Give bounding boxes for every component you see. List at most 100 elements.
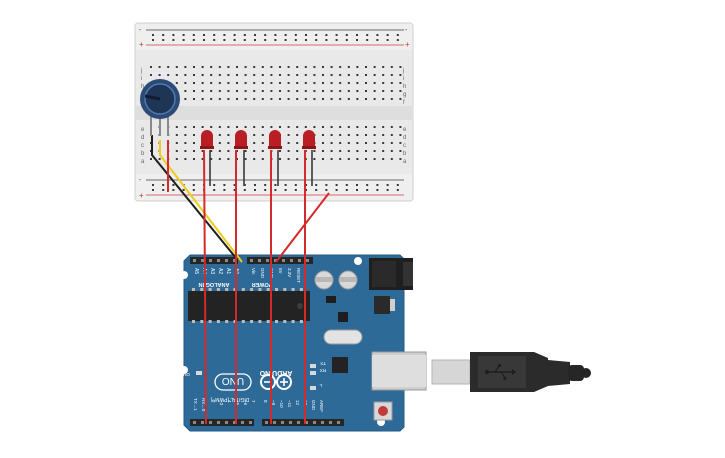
rail-hole bbox=[274, 34, 277, 36]
bottom-power-rail[interactable] bbox=[136, 174, 412, 200]
breadboard-hole bbox=[253, 158, 256, 160]
potentiometer[interactable] bbox=[140, 79, 180, 136]
breadboard-hole bbox=[347, 134, 350, 136]
analog-pin-label: A2 bbox=[217, 268, 223, 274]
rail-hole bbox=[305, 34, 307, 36]
usb-cable-end bbox=[568, 365, 584, 381]
breadboard-hole bbox=[201, 98, 204, 100]
reset-button-cap[interactable] bbox=[378, 406, 388, 416]
breadboard-hole bbox=[382, 82, 385, 84]
chip-pin bbox=[266, 320, 270, 323]
breadboard-hole bbox=[287, 142, 290, 144]
breadboard-hole bbox=[339, 90, 342, 92]
header-pin bbox=[225, 259, 228, 262]
breadboard-hole bbox=[261, 74, 264, 76]
breadboard-hole bbox=[304, 90, 307, 92]
header-pin bbox=[273, 421, 276, 424]
rail-hole bbox=[172, 34, 175, 36]
breadboard-hole bbox=[373, 150, 376, 152]
smd-component bbox=[338, 312, 348, 322]
chip-pin bbox=[266, 288, 270, 291]
top-power-rail[interactable] bbox=[136, 24, 412, 50]
breadboard-hole bbox=[218, 158, 221, 160]
breadboard-hole bbox=[210, 126, 213, 128]
breadboard-hole bbox=[330, 98, 333, 100]
breadboard-hole bbox=[279, 82, 281, 84]
breadboard-hole bbox=[390, 66, 393, 68]
row-letter: a bbox=[403, 159, 407, 165]
chip-pin bbox=[208, 320, 212, 323]
breadboard-hole bbox=[218, 82, 221, 84]
breadboard-hole bbox=[193, 90, 195, 92]
power-header[interactable] bbox=[247, 257, 313, 264]
breadboard-hole bbox=[261, 66, 264, 68]
breadboard-hole bbox=[356, 74, 359, 76]
breadboard-hole bbox=[296, 98, 299, 100]
red-led-3[interactable] bbox=[268, 130, 282, 149]
red-wire-led-1[interactable] bbox=[203, 149, 207, 425]
breadboard-hole bbox=[313, 150, 316, 152]
breadboard-hole bbox=[313, 66, 316, 68]
breadboard-hole bbox=[244, 150, 247, 152]
rail-hole bbox=[345, 184, 348, 186]
breadboard-hole bbox=[218, 90, 221, 92]
red-wire-5v[interactable] bbox=[275, 192, 330, 263]
digital-header-low[interactable] bbox=[190, 419, 254, 426]
breadboard-hole bbox=[313, 158, 316, 160]
yellow-wire[interactable] bbox=[159, 140, 243, 263]
power-pin-label: RESET bbox=[296, 268, 301, 283]
breadboard-hole bbox=[330, 158, 333, 160]
breadboard-holes[interactable] bbox=[150, 34, 402, 191]
usb-cable[interactable] bbox=[431, 352, 591, 392]
breadboard-hole bbox=[184, 82, 187, 84]
chip-pin bbox=[283, 320, 287, 323]
red-led-1[interactable] bbox=[200, 130, 214, 149]
digital-pin-label: 12 bbox=[295, 400, 300, 406]
arduino-uno-board[interactable]: A5 A4 A3 A2 A1 A0 Vin GND GND 5V 3.3V RE… bbox=[180, 254, 427, 432]
breadboard-hole bbox=[279, 90, 281, 92]
rail-hole bbox=[264, 39, 267, 41]
breadboard-hole bbox=[193, 82, 195, 84]
digital-pin-label: 2 bbox=[211, 400, 216, 403]
breadboard-hole bbox=[382, 142, 385, 144]
red-led-4[interactable] bbox=[302, 130, 316, 149]
breadboard-hole bbox=[210, 158, 213, 160]
rail-hole bbox=[325, 189, 328, 191]
header-pin bbox=[250, 259, 253, 262]
rail-hole bbox=[366, 39, 369, 41]
rail-hole bbox=[356, 184, 358, 186]
wires[interactable] bbox=[151, 135, 330, 425]
breadboard-hole bbox=[365, 66, 367, 68]
digital-header-high[interactable] bbox=[262, 419, 344, 426]
breadboard-hole bbox=[227, 90, 230, 92]
led-body bbox=[303, 130, 315, 148]
digital-pin-label: AREF bbox=[319, 400, 324, 412]
rail-hole bbox=[335, 189, 338, 191]
header-pin bbox=[274, 259, 277, 262]
breadboard-hole bbox=[253, 150, 256, 152]
top-rail-minus-label-right: - bbox=[405, 27, 408, 34]
breadboard-hole bbox=[270, 98, 273, 100]
breadboard-hole bbox=[330, 74, 333, 76]
analog-header[interactable] bbox=[190, 257, 238, 264]
row-letter: j bbox=[402, 68, 404, 74]
breadboard-hole bbox=[339, 126, 342, 128]
black-wire[interactable] bbox=[151, 135, 237, 259]
breadboard[interactable]: - + - + - + j i h g f j i h g f e d c b bbox=[134, 22, 414, 202]
red-led-2[interactable] bbox=[234, 130, 248, 149]
rail-hole bbox=[366, 189, 369, 191]
breadboard-hole bbox=[279, 126, 281, 128]
breadboard-hole bbox=[227, 98, 230, 100]
breadboard-hole bbox=[365, 74, 367, 76]
row-letter: h bbox=[141, 84, 144, 90]
breadboard-hole bbox=[184, 126, 187, 128]
capacitor-top bbox=[316, 277, 332, 282]
chip-pin bbox=[250, 288, 254, 291]
rail-hole bbox=[223, 34, 226, 36]
rail-hole bbox=[203, 34, 205, 36]
header-pin bbox=[321, 421, 324, 424]
breadboard-hole bbox=[287, 134, 290, 136]
breadboard-hole bbox=[261, 98, 264, 100]
leds[interactable] bbox=[200, 130, 316, 149]
